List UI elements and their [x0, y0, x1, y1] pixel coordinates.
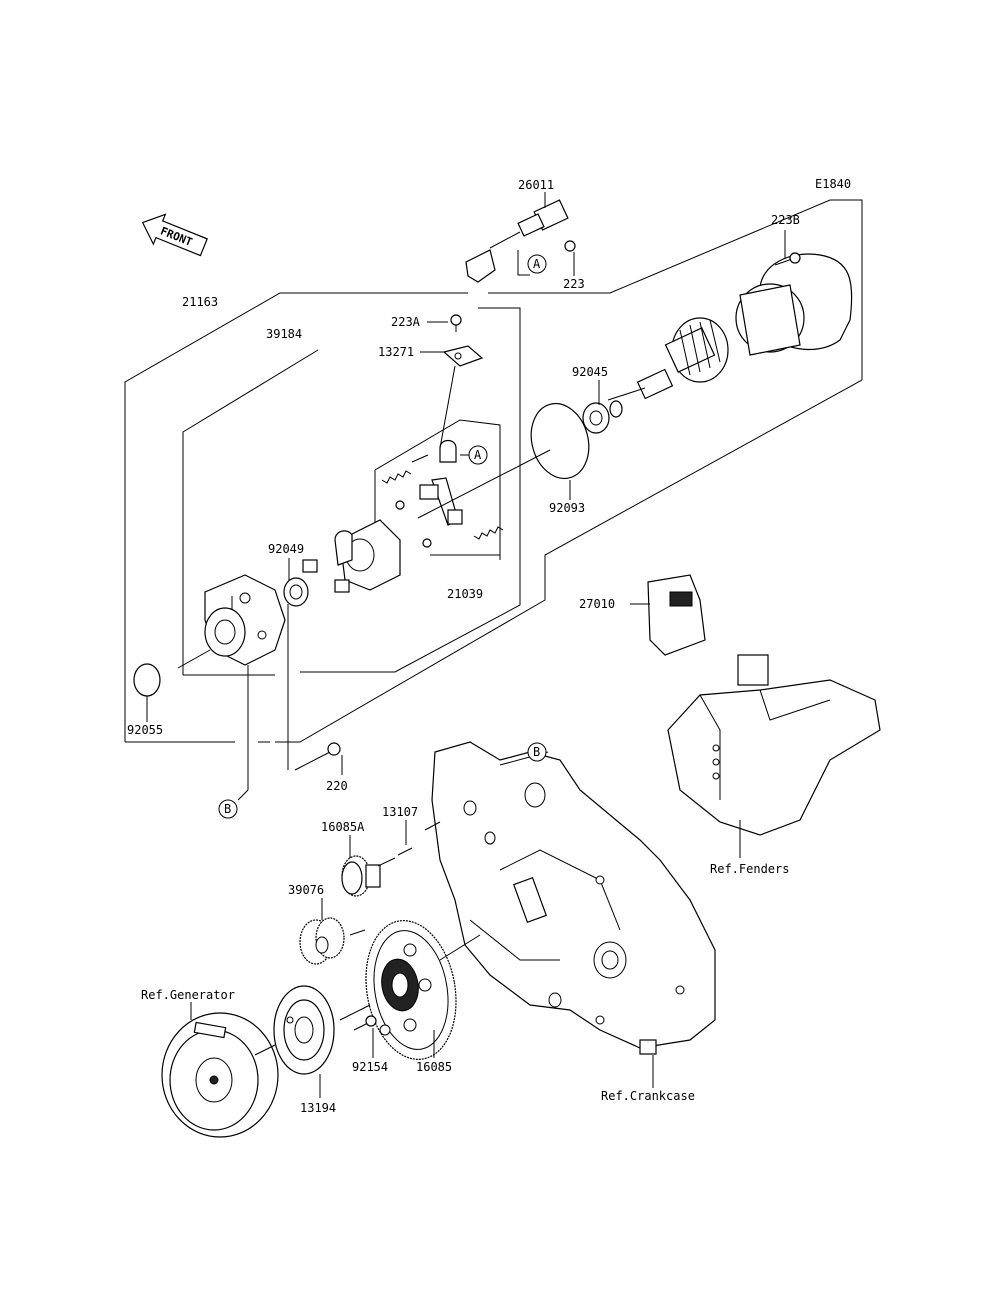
label-223A: 223A	[391, 315, 421, 329]
ref-crankcase: Ref.Crankcase	[601, 1089, 695, 1103]
label-27010: 27010	[579, 597, 615, 611]
label-13107: 13107	[382, 805, 418, 819]
label-220: 220	[326, 779, 348, 793]
svg-text:B: B	[533, 745, 540, 759]
bolt-223B	[774, 252, 801, 266]
relay-27010	[647, 574, 706, 656]
label-92055: 92055	[127, 723, 163, 737]
fender-bracket	[667, 654, 881, 836]
end-cover	[204, 574, 286, 666]
label-13194: 13194	[300, 1101, 336, 1115]
leader-lines	[146, 192, 786, 1098]
brush-terminal	[419, 439, 463, 526]
label-92049: 92049	[268, 542, 304, 556]
gear-39076	[299, 917, 345, 965]
starter-motor-housing	[735, 253, 853, 356]
label-13271: 13271	[378, 345, 414, 359]
label-92045: 92045	[572, 365, 608, 379]
group-outline-21163	[124, 199, 863, 743]
nut-223	[564, 240, 576, 252]
marker-a-mid: A	[468, 445, 488, 465]
svg-text:A: A	[474, 448, 482, 462]
label-92154: 92154	[352, 1060, 388, 1074]
gear-16085A	[341, 855, 381, 897]
lead-wire-26011	[465, 199, 569, 283]
diagram-code: E1840	[815, 177, 851, 191]
seal-92049	[283, 577, 309, 607]
shaft-13107	[397, 847, 413, 856]
plate-13271	[442, 345, 484, 367]
generator-rotor	[161, 1012, 279, 1138]
o-ring-92055	[133, 663, 161, 697]
front-arrow-icon: FRONT	[141, 213, 208, 257]
svg-text:B: B	[224, 802, 231, 816]
clutch-13194	[273, 985, 335, 1075]
label-16085: 16085	[416, 1060, 452, 1074]
label-223B: 223B	[771, 213, 800, 227]
label-223: 223	[563, 277, 585, 291]
label-16085A: 16085A	[321, 820, 365, 834]
gear-16085	[365, 920, 457, 1060]
label-92093: 92093	[549, 501, 585, 515]
bearing-92045	[582, 400, 623, 434]
bolt-220	[294, 742, 341, 771]
label-21163: 21163	[182, 295, 218, 309]
ref-generator: Ref.Generator	[141, 988, 235, 1002]
screw-223A	[450, 314, 462, 332]
marker-a-top: A	[527, 254, 547, 274]
marker-b-left: B	[218, 799, 238, 819]
label-39076: 39076	[288, 883, 324, 897]
springs	[381, 454, 504, 548]
o-ring-92093	[530, 402, 590, 480]
crankcase	[431, 741, 716, 1055]
label-39184: 39184	[266, 327, 302, 341]
svg-text:A: A	[533, 257, 541, 271]
label-26011: 26011	[518, 178, 554, 192]
group-outline-39184	[182, 307, 521, 676]
brush-holder	[302, 519, 401, 593]
label-21039: 21039	[447, 587, 483, 601]
screw-92154	[353, 1015, 377, 1031]
ref-fenders: Ref.Fenders	[710, 862, 789, 876]
marker-b-case: B	[527, 742, 547, 762]
armature	[607, 317, 729, 401]
